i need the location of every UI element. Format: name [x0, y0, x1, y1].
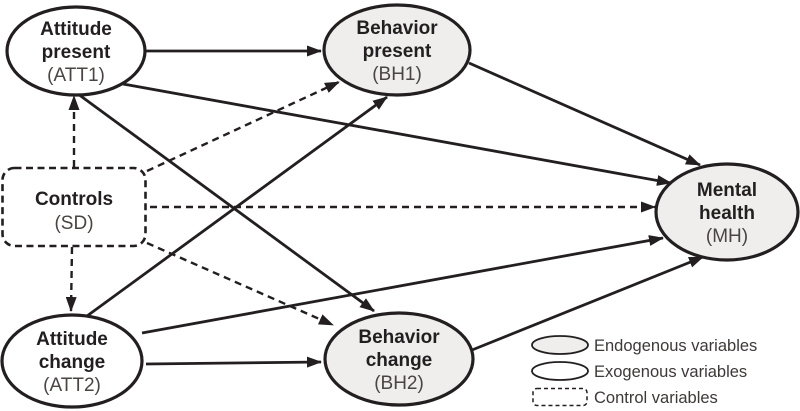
node-sd-name-line1: Controls [35, 189, 113, 210]
node-att2-shape [0, 313, 144, 409]
node-mh-name-line2: health [699, 203, 755, 224]
legend-exogenous-shape [531, 361, 589, 381]
node-bh2-name-line2: change [366, 350, 433, 371]
legend-control-label: Control variables [594, 389, 718, 407]
node-bh2-shape [323, 311, 475, 407]
legend-exogenous-label: Exogenous variables [594, 363, 747, 381]
node-att1-shape [5, 5, 147, 97]
edge-bh1-to-mh [468, 61, 701, 167]
edge-sd-to-att2 [65, 246, 77, 312]
node-att1-name-line1: Attitude [40, 19, 112, 40]
legend-endogenous-shape [531, 335, 589, 355]
legend-item-exogenous: Exogenous variables [531, 361, 747, 381]
node-att2-code: (ATT2) [43, 375, 101, 396]
node-att1-name-line2: present [42, 42, 111, 63]
node-sd-code: (SD) [54, 213, 93, 234]
node-att1-code: (ATT1) [47, 65, 105, 86]
node-bh2-code: (BH2) [374, 373, 424, 394]
edge-sd-to-bh1 [146, 80, 340, 173]
node-mh-code: (MH) [706, 226, 748, 247]
node-sd-shape [1, 166, 147, 248]
edge-sd-to-bh2 [146, 241, 334, 327]
node-sd: Controls (SD) [1, 166, 147, 248]
legend-item-control: Control variables [532, 387, 718, 407]
node-mh-name-line1: Mental [697, 180, 757, 201]
node-bh1-name-line2: present [363, 41, 432, 62]
legend-control-shape [532, 387, 588, 407]
node-bh1-code: (BH1) [372, 64, 422, 85]
edge-att2-to-bh2 [145, 356, 322, 368]
node-bh2-name-line1: Behavior [358, 327, 440, 348]
edge-att1-to-mh [122, 82, 672, 186]
edge-att1-to-bh2 [77, 92, 375, 313]
legend-endogenous-label: Endogenous variables [594, 337, 757, 355]
legend-item-endogenous: Endogenous variables [531, 335, 757, 355]
node-att2-name-line1: Attitude [36, 329, 108, 350]
node-bh1-shape [322, 3, 472, 97]
edge-bh2-to-mh [471, 255, 704, 352]
node-bh1-name-line1: Behavior [356, 18, 438, 39]
node-mh-shape [654, 162, 800, 262]
node-att2-name-line2: change [39, 352, 106, 373]
edge-att2-to-mh [141, 235, 664, 335]
